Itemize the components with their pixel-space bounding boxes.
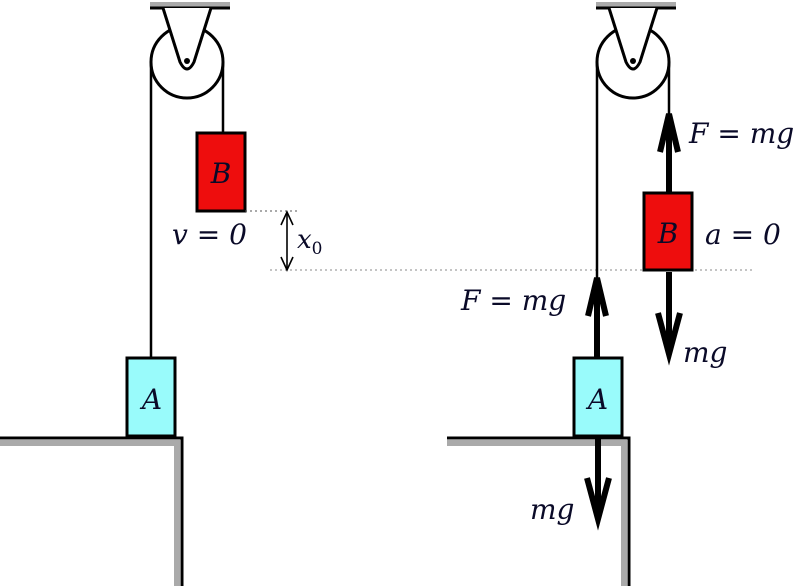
displacement-arrow-head-bottom [280,256,294,272]
left-pulley-axle [184,58,190,64]
right-pulley-axle [630,58,636,64]
right-block-b-label: B [657,217,679,250]
right-panel: F = mg B a = 0 mg F = mg A mg [447,2,794,586]
left-table [0,436,184,586]
tension-on-a-label: F = mg [460,284,566,317]
left-block-b [195,131,247,213]
right-table [447,436,631,586]
right-block-a [572,356,624,438]
tension-on-b-label: F = mg [688,117,794,150]
left-pulley-bracket [161,7,213,71]
right-pulley-bracket [607,7,659,71]
weight-arrow-a-head [584,477,612,531]
acceleration-label: a = 0 [705,218,781,251]
weight-on-b-label: mg [683,336,727,369]
left-ceiling [150,2,230,8]
tension-arrow-a-head [585,277,609,317]
tension-arrow-b-head [657,113,681,153]
right-block-b [642,191,694,272]
displacement-arrow-head-top [280,210,294,226]
weight-on-a-label: mg [530,493,574,526]
left-block-a-label: A [139,383,162,416]
displacement-label: x0 [297,225,323,259]
left-block-a [125,356,177,438]
right-table-shadow [447,440,627,586]
left-table-shadow [0,440,180,586]
right-block-a-label: A [585,383,608,416]
left-panel: B v = 0 x0 A [0,2,755,586]
velocity-label: v = 0 [172,218,247,251]
left-block-b-label: B [210,157,232,190]
right-ceiling [596,2,676,8]
weight-arrow-b-head [655,312,683,366]
